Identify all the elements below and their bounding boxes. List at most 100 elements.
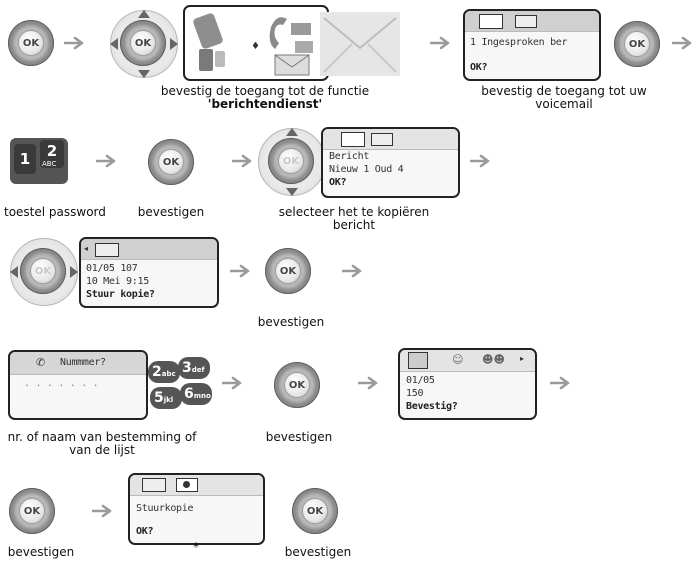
arrow-icon bbox=[358, 376, 380, 390]
record-icon bbox=[176, 478, 198, 492]
caption-confirm: bevestigen bbox=[7, 545, 75, 559]
screen-line: Bericht bbox=[329, 151, 370, 162]
message-handset-icon bbox=[269, 17, 313, 53]
ok-button[interactable]: OK bbox=[274, 362, 320, 408]
ok-button[interactable]: OK bbox=[148, 139, 194, 185]
number-entry-screen: ✆ Nummmer? . . . . . . . bbox=[8, 350, 148, 420]
messages-screen: Bericht Nieuw 1 Oud 4 OK? bbox=[321, 127, 460, 198]
screen-line: OK? bbox=[470, 62, 488, 73]
keypad-icon: 1 2 ABC bbox=[10, 138, 68, 184]
input-dots: . . . . . . . bbox=[24, 378, 99, 389]
card-icon bbox=[142, 478, 166, 492]
nav-left-icon[interactable] bbox=[10, 266, 18, 278]
screen-line: 01/05 bbox=[406, 375, 435, 386]
svg-text:♦: ♦ bbox=[251, 41, 260, 52]
forward-arrow-icon: ▸ bbox=[520, 354, 525, 363]
arrow-icon bbox=[232, 154, 254, 168]
arrow-icon bbox=[230, 264, 252, 278]
envelope-icon bbox=[320, 12, 400, 76]
arrow-icon bbox=[550, 376, 572, 390]
envelope-small-icon bbox=[274, 54, 310, 76]
ok-label: OK bbox=[276, 259, 300, 283]
screen-line: OK? bbox=[329, 177, 347, 188]
caption-confirm: bevestigen bbox=[284, 545, 352, 559]
copy-screen: ◂ 01/05 107 10 Mei 9:15 Stuur kopie? bbox=[79, 237, 219, 308]
key-1: 1 bbox=[14, 144, 36, 174]
arrow-icon bbox=[470, 154, 492, 168]
card-icon bbox=[95, 243, 119, 257]
nav-up-icon[interactable] bbox=[138, 10, 150, 18]
person-icon: ☺ bbox=[452, 353, 464, 366]
ok-button[interactable]: OK bbox=[292, 488, 338, 534]
caption-password: toestel password bbox=[4, 205, 106, 219]
key-2: 2 bbox=[40, 140, 64, 168]
ok-label: OK bbox=[31, 259, 55, 283]
screen-line: 1 Ingesproken ber bbox=[470, 37, 568, 48]
caption-function: 'berichtendienst' bbox=[207, 97, 323, 111]
ok-label: OK bbox=[279, 149, 303, 173]
screen-header bbox=[323, 129, 458, 150]
voicemail-screen: 1 Ingesproken ber OK? bbox=[463, 9, 601, 81]
ok-label: OK bbox=[285, 373, 309, 397]
caption-confirm: bevestigen bbox=[257, 315, 325, 329]
confirm-screen: ☺ ☻☻ ▸ 01/05 150 Bevestig? bbox=[398, 348, 537, 420]
cassette-icon bbox=[341, 132, 365, 147]
menu-icons: ♦ bbox=[193, 13, 313, 76]
card-icon bbox=[371, 133, 393, 146]
nav-right-icon[interactable] bbox=[170, 38, 178, 50]
screen-header: ◂ bbox=[81, 239, 217, 260]
function-menu-screen: ♦ bbox=[183, 5, 329, 81]
navigator-pad[interactable]: OK bbox=[110, 10, 178, 78]
ok-button[interactable]: OK bbox=[614, 21, 660, 67]
key-3: 3 bbox=[182, 360, 192, 376]
caption-number: van de lijst bbox=[69, 443, 135, 457]
card-icon bbox=[515, 15, 537, 28]
nav-up-icon[interactable] bbox=[286, 128, 298, 136]
key-2-sub: ABC bbox=[42, 160, 57, 168]
screen-header bbox=[130, 475, 263, 496]
nav-left-icon[interactable] bbox=[110, 38, 118, 50]
key-6-sub: mno bbox=[193, 392, 211, 400]
ok-button[interactable]: OK bbox=[20, 248, 66, 294]
caption-star: * bbox=[193, 540, 199, 554]
ok-label: OK bbox=[625, 32, 649, 56]
key-3-sub: def bbox=[191, 366, 205, 374]
screen-header: ✆ Nummmer? bbox=[10, 352, 146, 375]
arrow-icon bbox=[342, 264, 364, 278]
nav-down-icon[interactable] bbox=[138, 70, 150, 78]
arrow-icon bbox=[222, 376, 244, 390]
caption-select: selecteer het te kopiëren bbox=[278, 205, 430, 219]
screen-header bbox=[465, 11, 599, 32]
ok-button[interactable]: OK bbox=[9, 488, 55, 534]
ok-button[interactable]: OK bbox=[120, 20, 166, 66]
screen-line: Bevestig? bbox=[406, 401, 458, 412]
key-6: 6 bbox=[184, 386, 194, 402]
screen-header: ☺ ☻☻ ▸ bbox=[400, 350, 535, 372]
key-2: 2 bbox=[152, 364, 162, 380]
cassette-icon bbox=[479, 14, 503, 29]
caption-confirm: bevestigen bbox=[265, 430, 333, 444]
arrow-icon bbox=[92, 504, 114, 518]
arrow-icon bbox=[430, 36, 452, 50]
ok-button[interactable]: OK bbox=[8, 20, 54, 66]
caption-voicemail: bevestig de toegang tot uw bbox=[481, 84, 647, 98]
ok-label: OK bbox=[303, 499, 327, 523]
navigator-pad[interactable]: OK bbox=[10, 238, 78, 306]
ok-button[interactable]: OK bbox=[268, 138, 314, 184]
nav-right-icon[interactable] bbox=[70, 266, 78, 278]
key-2-sub: abc bbox=[161, 370, 176, 378]
caption-select: bericht bbox=[332, 218, 376, 232]
key-5-sub: jkl bbox=[163, 396, 174, 404]
keypad-icon: 2abc 3def 5jkl 6mno bbox=[148, 357, 212, 411]
navigator-pad[interactable]: OK bbox=[258, 128, 326, 196]
caption-access: bevestig de toegang tot de functie bbox=[160, 84, 370, 98]
handset-icon: ✆ bbox=[36, 356, 46, 369]
screen-line: Nieuw 1 Oud 4 bbox=[329, 164, 404, 175]
screen-line: 01/05 107 bbox=[86, 263, 138, 274]
nav-down-icon[interactable] bbox=[286, 188, 298, 196]
group-icon: ☻☻ bbox=[482, 353, 505, 366]
screen-line: Stuurkopie bbox=[136, 503, 194, 514]
send-copy-screen: Stuurkopie OK? bbox=[128, 473, 265, 545]
ok-button[interactable]: OK bbox=[265, 248, 311, 294]
arrow-icon bbox=[672, 36, 694, 50]
